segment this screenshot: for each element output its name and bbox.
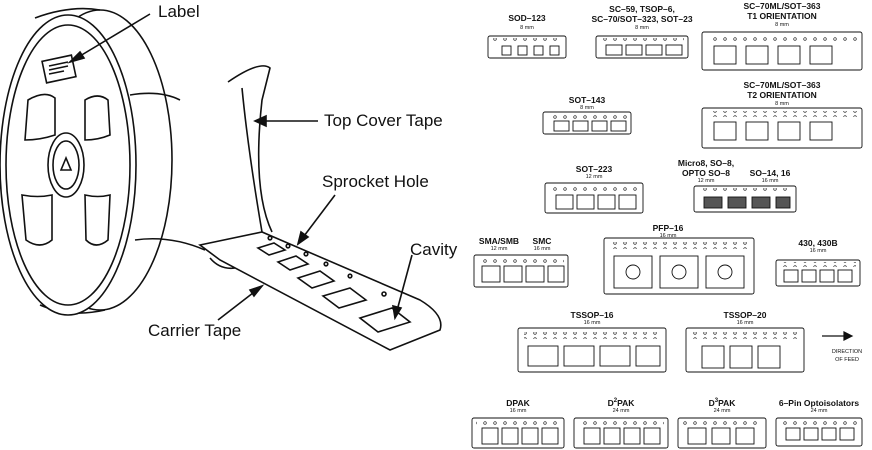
cavity-callout: Cavity [410, 240, 458, 259]
tape-430 [775, 259, 861, 287]
pkg-title-sc70ml-t2-2: T2 ORIENTATION [747, 90, 817, 100]
tape-opto6 [775, 417, 863, 447]
pkg-title-sc70ml-t1-1: SC–70ML/SOT–363 [743, 1, 821, 11]
tape-tssop16 [517, 327, 667, 373]
sprocket-hole-callout: Sprocket Hole [322, 172, 429, 191]
pkg-title-sc59-1: SC–59, TSOP–6, [609, 4, 675, 14]
pkg-title-tssop20: TSSOP–20 [723, 310, 767, 320]
pkg-width-so14: 16 mm [761, 178, 779, 184]
pkg-width-sod123: 8 mm [520, 25, 534, 31]
tape-sot223 [544, 182, 644, 214]
pkg-width-smab: 12 mm [490, 246, 508, 252]
label-callout: Label [158, 2, 200, 21]
pkg-title-dpak: DPAK [506, 398, 530, 408]
tape-sot143 [542, 111, 632, 135]
pkg-width-sc59: 8 mm [635, 25, 649, 31]
carrier-tape [198, 231, 442, 351]
feed-label-line1: DIRECTION [831, 349, 863, 355]
d2pak-post: PAK [617, 397, 635, 408]
pkg-title-d3pak: D3PAK [709, 396, 736, 408]
tape-sc59 [595, 35, 689, 59]
pkg-title-opto6: 6–Pin Optoisolators [778, 398, 860, 408]
d2pak-sup: 2 [613, 398, 618, 404]
carrier-tape-callout: Carrier Tape [148, 321, 242, 340]
pkg-title-sc70ml-t2-1: SC–70ML/SOT–363 [743, 80, 821, 90]
pkg-width-pfp16: 16 mm [659, 233, 677, 239]
pkg-title-sod123: SOD–123 [508, 13, 546, 23]
pkg-width-smc: 16 mm [533, 246, 551, 252]
pkg-title-sc59-2: SC–70/SOT–323, SOT–23 [591, 14, 693, 24]
pkg-width-sot143: 8 mm [580, 105, 594, 111]
pkg-width-d2pak: 24 mm [612, 408, 630, 414]
tape-dpak [471, 417, 565, 449]
pkg-width-opto6: 24 mm [810, 408, 828, 414]
tape-d3pak [677, 417, 767, 449]
sprocket-holes [267, 235, 387, 297]
d3pak-sup: 3 [714, 398, 719, 404]
tape-sc70ml-t1 [701, 31, 863, 71]
pkg-title-tssop16: TSSOP–16 [570, 310, 614, 320]
reel-front-flange [0, 14, 137, 316]
tape-cavities [256, 242, 412, 333]
pkg-title-sot223: SOT–223 [575, 164, 613, 174]
pkg-width-430: 16 mm [809, 248, 827, 254]
feed-label: DIRECTION OF FEED [824, 348, 870, 364]
pkg-title-d2pak: D2PAK [608, 396, 635, 408]
tape-pfp16 [603, 237, 755, 295]
pkg-width-sc70ml-t2: 8 mm [775, 101, 789, 107]
pkg-width-micro8: 12 mm [697, 178, 715, 184]
label-arrow [69, 13, 151, 63]
pkg-width-tssop16: 16 mm [583, 320, 601, 326]
pkg-title-pfp16: PFP–16 [652, 223, 684, 233]
tape-tssop20 [685, 327, 805, 373]
pkg-title-sot143: SOT–143 [568, 95, 606, 105]
pkg-title-micro8-1: Micro8, SO–8, [677, 158, 735, 168]
top-cover-tape [227, 65, 273, 233]
tape-sod123 [487, 35, 567, 59]
pkg-title-smc: SMC [532, 236, 552, 246]
pkg-width-sot223: 12 mm [585, 174, 603, 180]
tape-micro8-so14 [693, 185, 797, 213]
tape-sc70ml-t2 [701, 107, 863, 149]
pkg-title-sc70ml-t1-2: T1 ORIENTATION [747, 11, 817, 21]
d2pak-pre: D [607, 397, 614, 408]
pkg-width-tssop20: 16 mm [736, 320, 754, 326]
pkg-width-dpak: 16 mm [509, 408, 527, 414]
pkg-title-so14: SO–14, 16 [749, 168, 791, 178]
d3pak-post: PAK [718, 397, 736, 408]
pkg-width-sc70ml-t1: 8 mm [775, 22, 789, 28]
top-cover-tape-callout: Top Cover Tape [324, 111, 443, 130]
pkg-title-smab: SMA/SMB [478, 236, 520, 246]
feed-label-line2: OF FEED [835, 357, 859, 363]
d3pak-pre: D [708, 397, 715, 408]
feed-arrow-icon [822, 331, 854, 341]
pkg-title-micro8-2: OPTO SO–8 [681, 168, 731, 178]
tape-sma-smc [473, 254, 569, 288]
tape-d2pak [573, 417, 669, 449]
reel-label-sticker [41, 54, 77, 84]
pkg-title-430: 430, 430B [798, 238, 838, 248]
pkg-width-d3pak: 24 mm [713, 408, 731, 414]
